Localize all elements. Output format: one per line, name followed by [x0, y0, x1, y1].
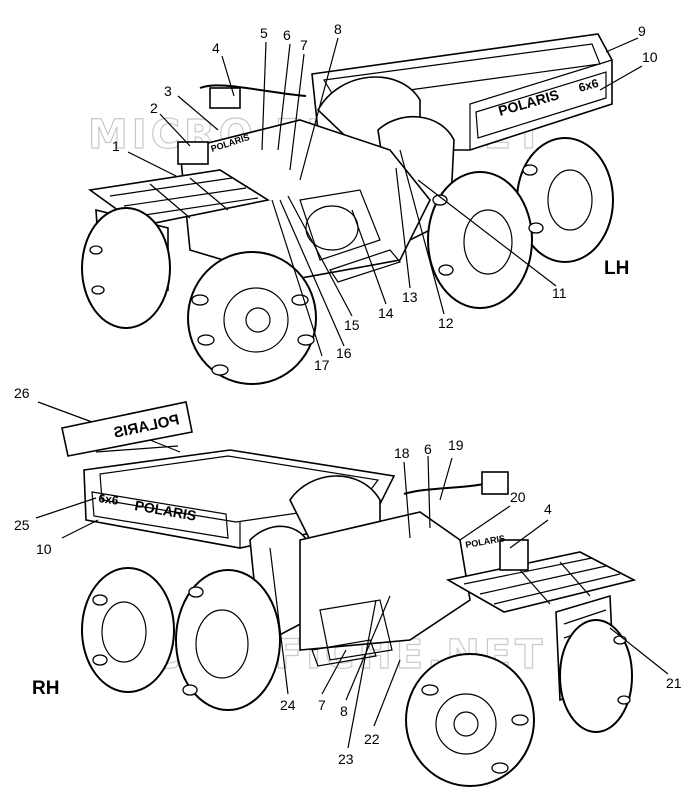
lh-callout-6: 6: [283, 27, 291, 43]
lh-6x6-decal-text: 6x6: [577, 76, 600, 95]
lh-callout-9: 9: [638, 23, 646, 39]
rh-callout-20: 20: [510, 489, 526, 505]
rh-callout-8: 8: [340, 703, 348, 719]
lh-callout-11: 11: [552, 285, 567, 301]
lh-callout-1: 1: [112, 138, 120, 154]
loose-polaris-decal-26: POLARIS: [61, 401, 193, 457]
lh-callout-12: 12: [438, 315, 454, 331]
lh-callout-10: 10: [642, 49, 658, 65]
lh-leader-lines: [127, 37, 643, 357]
lh-vehicle-drawing: [81, 33, 614, 385]
lh-callout-14: 14: [378, 305, 394, 321]
lh-view-label: LH: [604, 258, 629, 279]
rh-callout-19: 19: [448, 437, 464, 453]
rh-callouts: 26 18 6 19 20 4 25 10 21 24 7 8 22 23 RH: [14, 385, 682, 767]
rh-callout-6: 6: [424, 441, 432, 457]
rh-callout-7: 7: [318, 697, 326, 713]
rh-view-label: RH: [32, 678, 59, 699]
rh-callout-21: 21: [666, 675, 682, 691]
rh-callout-25: 25: [14, 517, 30, 533]
lh-callout-13: 13: [402, 289, 418, 305]
lh-callout-8: 8: [334, 21, 342, 37]
lh-callout-2: 2: [150, 100, 158, 116]
rh-callout-26: 26: [14, 385, 30, 401]
lh-callouts: 1 2 3 4 5 6 7 8 9 10 11 12 13 14 15 16 1…: [112, 21, 658, 373]
rh-leader-lines: [35, 401, 669, 749]
lh-callout-16: 16: [336, 345, 352, 361]
lh-callout-15: 15: [344, 317, 360, 333]
rh-callout-4: 4: [544, 501, 552, 517]
rh-callout-22: 22: [364, 731, 380, 747]
lh-callout-3: 3: [164, 83, 172, 99]
lh-callout-17: 17: [314, 357, 330, 373]
rh-callout-18: 18: [394, 445, 410, 461]
rh-callout-23: 23: [338, 751, 354, 767]
rh-callout-24: 24: [280, 697, 296, 713]
rh-callout-10: 10: [36, 541, 52, 557]
lh-callout-5: 5: [260, 25, 268, 41]
lh-callout-4: 4: [212, 40, 220, 56]
rh-6x6-decal-text: 6x6: [98, 491, 120, 508]
lh-callout-7: 7: [300, 37, 308, 53]
rh-vehicle-drawing: [81, 445, 637, 787]
